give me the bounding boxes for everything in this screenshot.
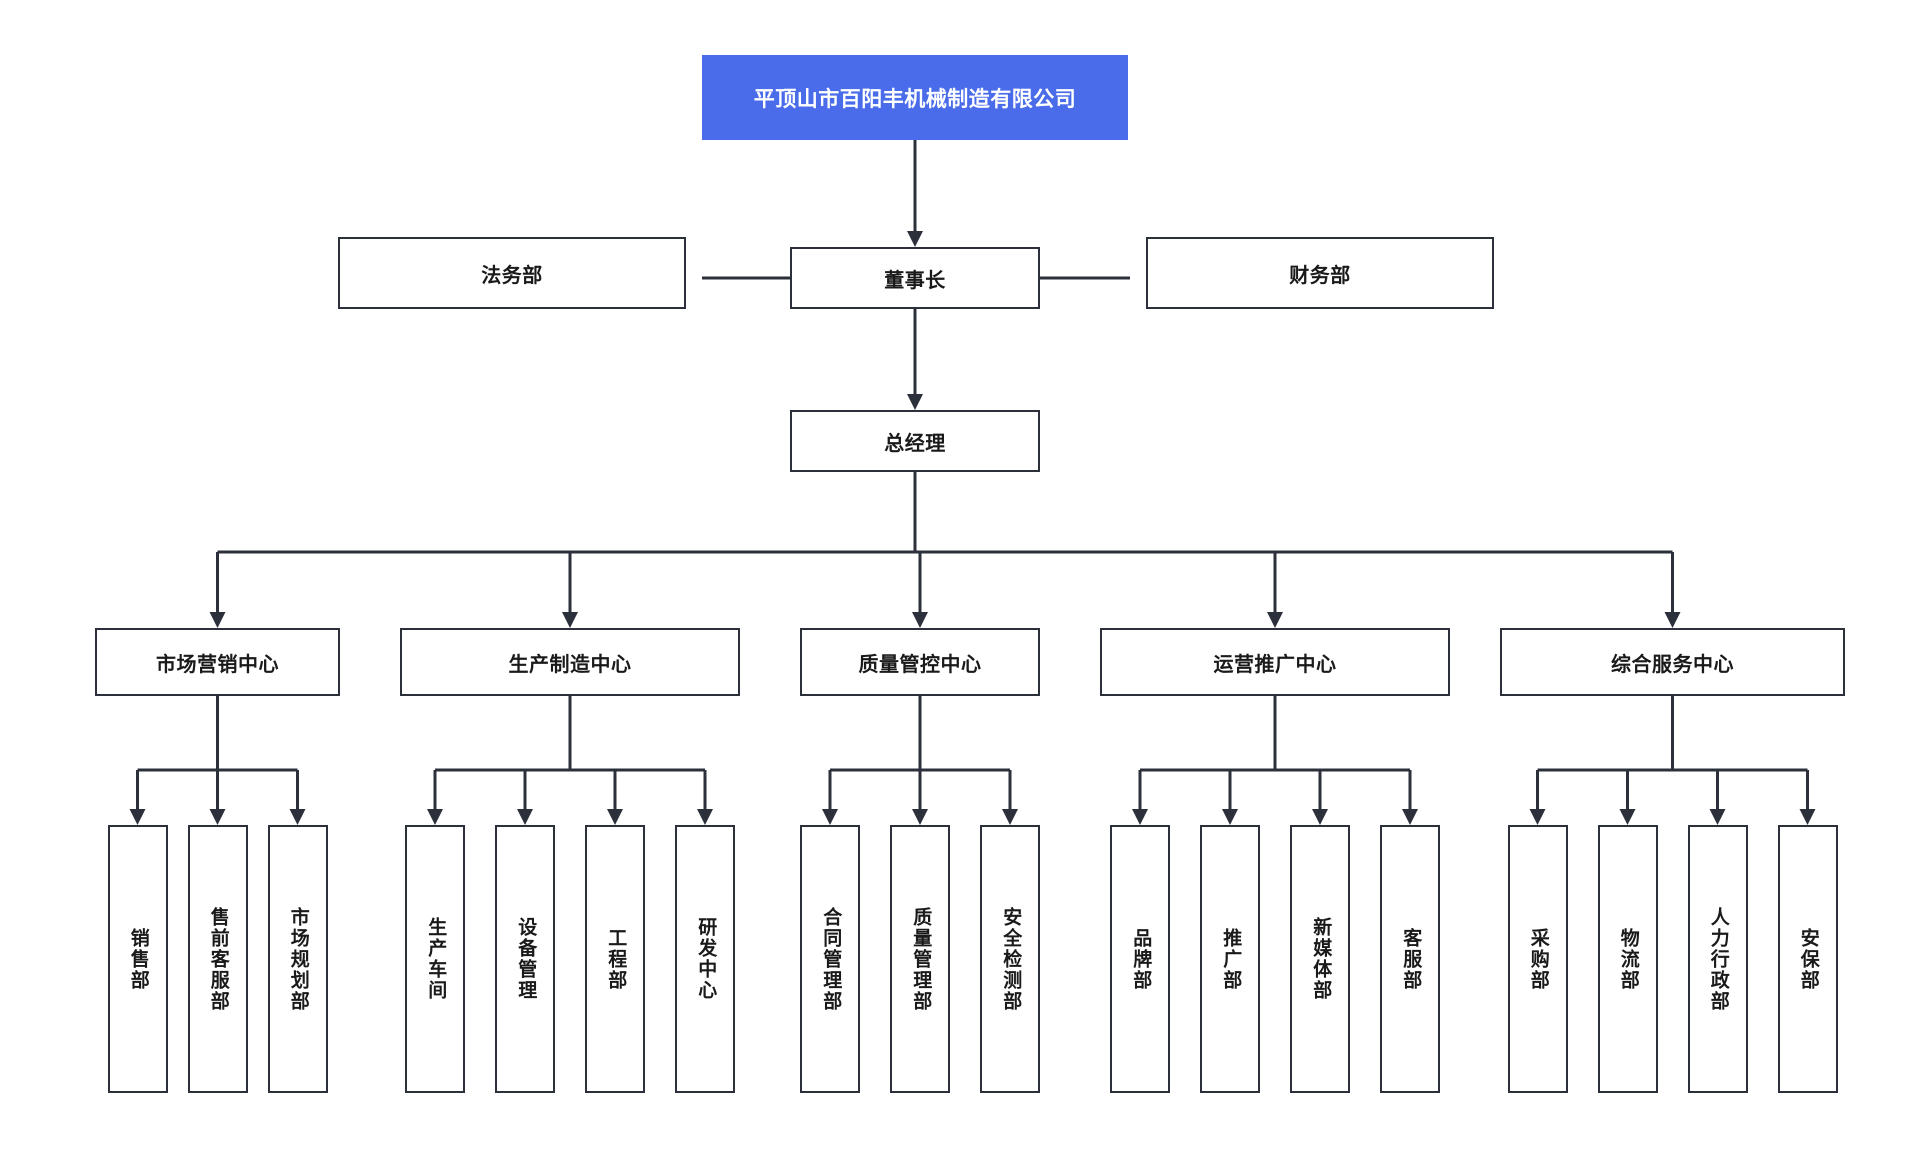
leaf-node-0-2[interactable]: 市场规划部 [267,825,328,1093]
leaf-node-1-3[interactable]: 研发中心 [675,825,735,1093]
leaf-node-2-1-label: 质量管理部 [910,906,932,1012]
finance-node-label: 财务部 [1289,264,1351,287]
leaf-node-3-1[interactable]: 推广部 [1200,825,1260,1093]
manager-node[interactable]: 总经理 [790,410,1040,472]
leaf-node-4-1-label: 物流部 [1617,927,1639,991]
leaf-node-3-3[interactable]: 客服部 [1380,825,1440,1093]
center-node-4[interactable]: 综合服务中心 [1500,628,1845,696]
leaf-node-3-2-label: 新媒体部 [1310,917,1332,1001]
legal-node[interactable]: 法务部 [338,237,686,309]
leaf-node-3-1-label: 推广部 [1220,927,1242,991]
leaf-node-1-3-label: 研发中心 [695,917,717,1001]
leaf-node-2-0-label: 合同管理部 [820,906,842,1012]
leaf-node-4-1[interactable]: 物流部 [1597,825,1658,1093]
leaf-node-4-2[interactable]: 人力行政部 [1687,825,1748,1093]
leaf-node-1-2[interactable]: 工程部 [585,825,645,1093]
center-node-4-label: 综合服务中心 [1611,653,1734,676]
leaf-node-0-1-label: 售前客服部 [207,906,229,1012]
chairman-node-label: 董事长 [884,269,946,292]
center-node-2[interactable]: 质量管控中心 [800,628,1040,696]
root-node[interactable]: 平顶山市百阳丰机械制造有限公司 [702,55,1128,140]
leaf-node-2-2[interactable]: 安全检测部 [980,825,1040,1093]
leaf-node-3-0-label: 品牌部 [1130,927,1152,991]
leaf-node-0-1[interactable]: 售前客服部 [187,825,248,1093]
legal-node-label: 法务部 [481,264,543,287]
center-node-1[interactable]: 生产制造中心 [400,628,740,696]
center-node-3-label: 运营推广中心 [1213,653,1337,676]
leaf-node-4-0-label: 采购部 [1527,927,1549,991]
leaf-node-2-2-label: 安全检测部 [1000,906,1022,1012]
leaf-node-1-1-label: 设备管理 [515,917,537,1001]
center-node-1-label: 生产制造中心 [508,653,632,676]
center-node-3[interactable]: 运营推广中心 [1100,628,1450,696]
finance-node[interactable]: 财务部 [1146,237,1494,309]
leaf-node-3-2[interactable]: 新媒体部 [1290,825,1350,1093]
leaf-node-4-2-label: 人力行政部 [1707,906,1729,1012]
leaf-node-2-1[interactable]: 质量管理部 [890,825,950,1093]
center-node-0-label: 市场营销中心 [156,653,279,676]
leaf-node-2-0[interactable]: 合同管理部 [800,825,860,1093]
leaf-node-4-3[interactable]: 安保部 [1777,825,1838,1093]
leaf-node-3-3-label: 客服部 [1400,927,1422,991]
leaf-node-1-0-label: 生产车间 [425,917,447,1001]
chairman-node[interactable]: 董事长 [790,247,1040,309]
leaf-node-0-0-label: 销售部 [127,927,149,991]
leaf-node-4-3-label: 安保部 [1797,927,1819,991]
leaf-node-0-0[interactable]: 销售部 [107,825,168,1093]
leaf-node-0-2-label: 市场规划部 [287,906,309,1012]
leaf-node-1-0[interactable]: 生产车间 [405,825,465,1093]
leaf-node-1-2-label: 工程部 [605,927,627,991]
center-node-0[interactable]: 市场营销中心 [95,628,340,696]
leaf-node-1-1[interactable]: 设备管理 [495,825,555,1093]
leaf-node-4-0[interactable]: 采购部 [1507,825,1568,1093]
leaf-node-3-0[interactable]: 品牌部 [1110,825,1170,1093]
root-node-label: 平顶山市百阳丰机械制造有限公司 [753,87,1077,111]
manager-node-label: 总经理 [884,432,946,455]
center-node-2-label: 质量管控中心 [858,653,982,676]
